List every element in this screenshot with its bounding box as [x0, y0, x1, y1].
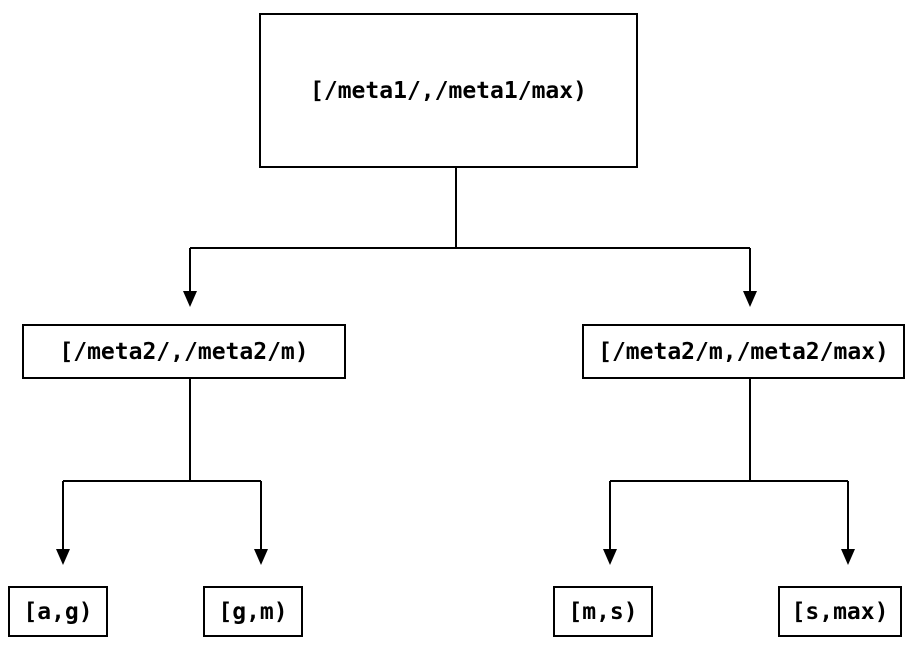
arrowhead-leaf-ag [56, 549, 70, 565]
tree-node-leaf-gm: [g,m) [203, 586, 303, 637]
tree-node-leaf-ms-label: [m,s) [568, 598, 638, 625]
tree-node-leaf-ag-label: [a,g) [23, 598, 93, 625]
tree-node-level2-right: [/meta2/m,/meta2/max) [582, 324, 905, 379]
tree-node-root-label: [/meta1/,/meta1/max) [310, 77, 587, 104]
tree-node-root: [/meta1/,/meta1/max) [259, 13, 638, 168]
tree-node-leaf-ms: [m,s) [553, 586, 653, 637]
arrowhead-leaf-gm [254, 549, 268, 565]
arrowhead-leaf-smax [841, 549, 855, 565]
tree-node-leaf-gm-label: [g,m) [218, 598, 288, 625]
arrowhead-l2-left [183, 291, 197, 307]
tree-node-level2-right-label: [/meta2/m,/meta2/max) [598, 338, 889, 365]
tree-node-leaf-smax-label: [s,max) [791, 598, 889, 625]
tree-node-level2-left-label: [/meta2/,/meta2/m) [59, 338, 309, 365]
tree-node-leaf-ag: [a,g) [8, 586, 108, 637]
tree-node-level2-left: [/meta2/,/meta2/m) [22, 324, 346, 379]
tree-node-leaf-smax: [s,max) [778, 586, 902, 637]
arrowhead-l2-right [743, 291, 757, 307]
arrowhead-leaf-ms [603, 549, 617, 565]
